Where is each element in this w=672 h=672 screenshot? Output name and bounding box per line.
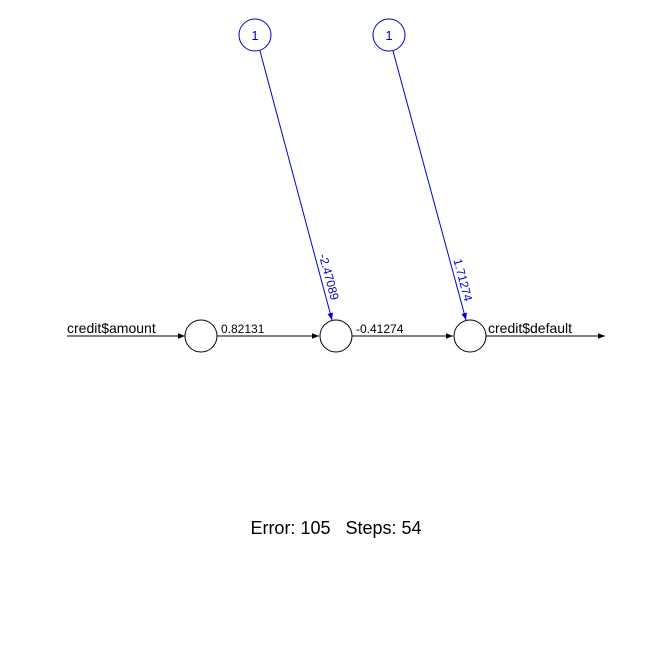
- error-value: Error: 105: [250, 518, 331, 538]
- training-summary: Error: 105 Steps: 54: [0, 518, 672, 539]
- input-node: [184, 319, 218, 353]
- bias2-node: [372, 18, 406, 52]
- input-label: credit$amount: [67, 320, 156, 336]
- weight-bias1-hidden: -2.47089: [316, 252, 342, 302]
- weight-bias2-output: 1.71274: [450, 257, 475, 303]
- bias1-node: [238, 18, 272, 52]
- output-label: credit$default: [488, 320, 572, 336]
- hidden-node: [319, 319, 353, 353]
- summary-spacer: [330, 518, 345, 538]
- bias1-to-hidden-edge: [259, 50, 333, 321]
- bias1-label: 1: [251, 28, 258, 43]
- weight-hidden-output: -0.41274: [356, 322, 404, 336]
- weight-input-hidden: 0.82131: [221, 322, 265, 336]
- steps-value: Steps: 54: [345, 518, 422, 538]
- bias2-label: 1: [385, 28, 392, 43]
- output-node: [453, 319, 487, 353]
- bias2-to-output-edge: [392, 50, 467, 321]
